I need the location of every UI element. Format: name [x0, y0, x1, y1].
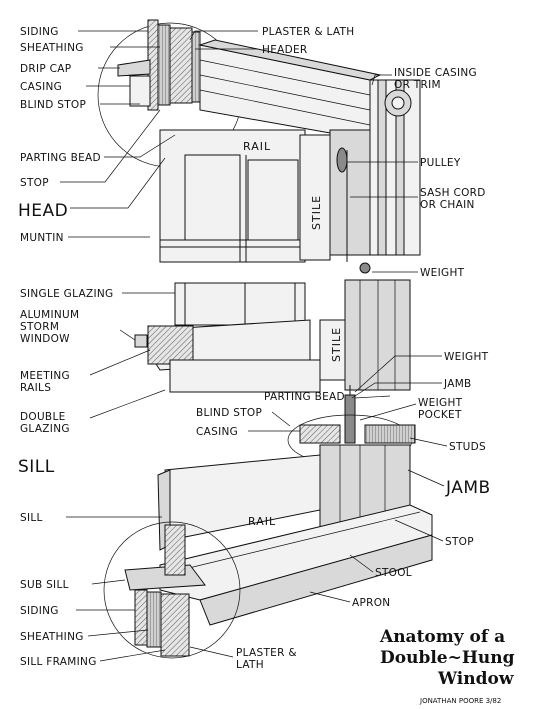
- label-stop-bottom: STOP: [445, 536, 474, 548]
- head-section: RAIL STILE: [97, 19, 421, 274]
- weight-ring: [359, 262, 371, 274]
- title-line-2: Double~Hung: [380, 648, 515, 668]
- upper-sash: [159, 129, 306, 263]
- label-sheathing-top: SHEATHING: [20, 42, 84, 54]
- label-aluminum-3: WINDOW: [20, 333, 70, 345]
- label-muntin: MUNTIN: [20, 232, 64, 244]
- label-plaster-lath-b1: PLASTER &: [236, 647, 297, 659]
- jamb-column-top: [329, 129, 371, 256]
- label-pulley: PULLEY: [420, 157, 461, 169]
- label-double-1: DOUBLE: [20, 411, 66, 423]
- casing-top-shape: [129, 75, 151, 107]
- title-line-1: Anatomy of a: [379, 627, 505, 647]
- label-plaster-lath-top: PLASTER & LATH: [262, 26, 354, 38]
- stile-mid-text: STILE: [330, 327, 343, 362]
- rail-top-text: RAIL: [243, 140, 271, 153]
- label-head: HEAD: [18, 201, 68, 221]
- lower-glazing-frame: [174, 282, 306, 326]
- label-casing-top: CASING: [20, 81, 62, 93]
- title-block: Anatomy of a Double~Hung Window JONATHAN…: [379, 627, 515, 705]
- label-header: HEADER: [262, 44, 308, 56]
- siding-bottom-shape: [134, 589, 148, 646]
- sheathing-bottom-shape: [146, 591, 162, 648]
- label-blind-stop-mid: BLIND STOP: [196, 407, 262, 419]
- jamb-column-mid: [344, 279, 411, 391]
- label-weight-2: WEIGHT: [444, 351, 489, 363]
- label-blind-stop-top: BLIND STOP: [20, 99, 86, 111]
- label-sash-cord-1: SASH CORD: [420, 187, 486, 199]
- sill-detail-circle: [103, 521, 241, 659]
- label-weight-1: WEIGHT: [420, 267, 465, 279]
- label-jamb-small: JAMB: [443, 378, 472, 390]
- header-shape: [169, 27, 193, 104]
- label-sub-sill: SUB SILL: [20, 579, 69, 591]
- label-double-2: GLAZING: [20, 423, 70, 435]
- label-aluminum-1: ALUMINUM: [20, 309, 79, 321]
- lower-stile: [319, 319, 346, 381]
- label-casing-mid: CASING: [196, 426, 238, 438]
- label-plaster-lath-b2: LATH: [236, 659, 264, 671]
- double-glazing-rail: [169, 359, 321, 393]
- rail-bottom-text: RAIL: [248, 515, 276, 528]
- label-inside-casing-2: OR TRIM: [394, 79, 441, 91]
- label-apron: APRON: [352, 597, 390, 609]
- label-sill-small: SILL: [20, 512, 43, 524]
- apron-shape: [199, 534, 433, 626]
- sill-framing-shape: [160, 593, 190, 657]
- label-jamb-big: JAMB: [445, 478, 491, 498]
- sheathing-top-shape: [157, 24, 171, 106]
- label-stop-top: STOP: [20, 177, 49, 189]
- label-sill-big: SILL: [18, 457, 55, 477]
- label-siding-top: SIDING: [20, 26, 59, 38]
- sash-section: STILE: [134, 279, 411, 444]
- sill-section: RAIL: [103, 414, 433, 659]
- signature: JONATHAN POORE 3/82: [419, 697, 501, 705]
- leader-lines: [60, 30, 448, 662]
- label-inside-casing-1: INSIDE CASING: [394, 67, 477, 79]
- upper-stile: [299, 134, 331, 261]
- title-line-3: Window: [437, 669, 514, 689]
- meeting-rail-section: [147, 325, 194, 365]
- label-meeting-1: MEETING: [20, 370, 70, 382]
- sill-profile: [164, 524, 186, 576]
- label-parting-bead-top: PARTING BEAD: [20, 152, 101, 164]
- drip-cap-shape: [117, 59, 151, 77]
- label-meeting-2: RAILS: [20, 382, 51, 394]
- label-parting-bead-mid: PARTING BEAD: [264, 391, 345, 403]
- label-single-glazing: SINGLE GLAZING: [20, 288, 113, 300]
- label-studs: STUDS: [449, 441, 486, 453]
- plaster-lath-top-shape: [191, 31, 201, 103]
- label-sash-cord-2: OR CHAIN: [420, 199, 475, 211]
- stile-top-text: STILE: [310, 195, 323, 230]
- bottom-rail: [164, 454, 321, 541]
- labels: SIDING SHEATHING DRIP CAP CASING BLIND S…: [18, 26, 491, 671]
- label-drip-cap: DRIP CAP: [20, 63, 71, 75]
- label-aluminum-2: STORM: [20, 321, 59, 333]
- label-siding-bottom: SIDING: [20, 605, 59, 617]
- storm-window-frame: [134, 334, 148, 348]
- label-stool: STOOL: [375, 567, 412, 579]
- label-sill-framing: SILL FRAMING: [20, 656, 97, 668]
- label-weight-pocket-2: POCKET: [418, 409, 462, 421]
- pulley-shape: [336, 147, 348, 173]
- label-sheathing-bottom: SHEATHING: [20, 631, 84, 643]
- label-weight-pocket-1: WEIGHT: [418, 397, 463, 409]
- sash-weight: [344, 394, 356, 444]
